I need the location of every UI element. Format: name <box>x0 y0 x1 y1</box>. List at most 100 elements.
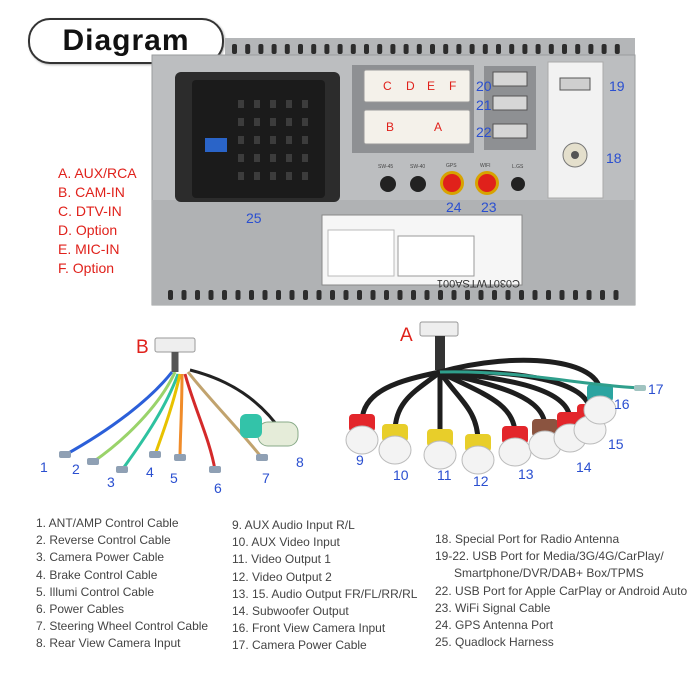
antenna-port-sw45 <box>380 176 396 192</box>
vent-slot <box>416 44 422 54</box>
harness-a-plug <box>419 321 459 337</box>
vent-slot <box>235 290 241 300</box>
list-item: 12. Video Output 2 <box>232 569 332 584</box>
vent-slot <box>588 44 594 54</box>
cable <box>437 370 481 443</box>
wire-terminal <box>149 451 161 458</box>
rca-plug-8-collar <box>240 414 262 438</box>
sticker-connector-diagram <box>327 229 395 277</box>
antenna-label-sw45: SW-45 <box>378 164 393 170</box>
num-18: 18 <box>606 150 622 166</box>
vent-slot <box>390 44 396 54</box>
list-item: 23. WiFi Signal Cable <box>435 600 551 615</box>
port-legend: A. AUX/RCA B. CAM-IN C. DTV-IN D. Option… <box>58 164 137 278</box>
connector-pin <box>238 118 244 126</box>
vent-slot <box>208 290 214 300</box>
usb-port-19 <box>559 77 591 91</box>
list-item: 18. Special Port for Radio Antenna <box>435 532 620 546</box>
vent-slot <box>364 44 369 54</box>
cable <box>359 369 441 423</box>
harness-a-label: A <box>400 325 413 346</box>
port-letter-f: F <box>449 79 456 93</box>
cable-num-2: 2 <box>72 461 80 477</box>
wire-terminal <box>634 385 646 391</box>
cable <box>439 369 548 428</box>
vent-slot <box>535 44 541 54</box>
wire <box>183 373 217 471</box>
top-vents <box>232 44 620 54</box>
vent-slot <box>613 290 619 300</box>
vent-slot <box>258 44 264 54</box>
cable-num-11: 11 <box>437 467 452 483</box>
num-22: 22 <box>476 124 492 140</box>
list-item: 24. GPS Antenna Port <box>435 618 554 633</box>
vent-slot <box>377 44 383 54</box>
connector-pin <box>238 100 244 108</box>
connector-pin <box>302 100 308 108</box>
wire <box>120 373 180 471</box>
cable-num-13: 13 <box>518 466 534 482</box>
legend-e: E. MIC-IN <box>58 241 120 257</box>
antenna-label-wifi: WIFI <box>480 163 491 169</box>
connector-pin <box>286 154 292 162</box>
connector-pin <box>254 118 260 126</box>
num-23: 23 <box>481 199 497 215</box>
legend-c: C. DTV-IN <box>58 203 122 219</box>
cable <box>439 357 603 393</box>
vent-slot <box>509 44 515 54</box>
vent-slot <box>298 44 303 54</box>
vent-slot <box>505 290 511 300</box>
vent-slot <box>492 290 497 300</box>
wire-17 <box>439 370 641 390</box>
vent-slot <box>289 290 295 300</box>
port-letter-a: A <box>434 120 442 134</box>
cable <box>392 370 442 433</box>
wire <box>153 373 182 456</box>
vent-slot <box>573 290 578 300</box>
cable-num-16: 16 <box>614 396 630 412</box>
connector-pin <box>302 118 308 126</box>
vent-slot <box>397 290 403 300</box>
wire <box>186 371 264 459</box>
rca-plug <box>345 425 379 455</box>
connector-pin <box>302 154 308 162</box>
connector-pin <box>254 154 260 162</box>
list-item: 14. Subwoofer Output <box>232 604 349 619</box>
gps-port <box>443 174 461 192</box>
vent-slot <box>424 290 430 300</box>
vent-slot <box>276 290 281 300</box>
list-item: 10. AUX Video Input <box>232 535 340 550</box>
vent-slot <box>181 290 187 300</box>
legend-a: A. AUX/RCA <box>58 165 137 181</box>
list-item: 6. Power Cables <box>36 602 125 617</box>
num-21: 21 <box>476 97 492 113</box>
sticker-code: C030TWTSA001 <box>437 277 520 289</box>
vent-slot <box>411 290 416 300</box>
list-item: 19-22. USB Port for Media/3G/4G/CarPlay/ <box>435 549 664 564</box>
antenna-label-lgs: L.GS <box>512 164 524 170</box>
vent-slot <box>311 44 317 54</box>
wifi-port <box>478 174 496 192</box>
vent-slot <box>324 44 330 54</box>
list-item: 7. Steering Wheel Control Cable <box>36 619 209 634</box>
port-letter-c: C <box>383 79 392 93</box>
vent-slot <box>496 44 501 54</box>
connector-pin <box>254 100 260 108</box>
cable-num-4: 4 <box>146 464 154 480</box>
vent-slot <box>430 44 435 54</box>
vent-slot <box>438 290 443 300</box>
connector-pin <box>286 118 292 126</box>
num-25: 25 <box>246 210 262 226</box>
list-item: 17. Camera Power Cable <box>232 638 367 653</box>
list-item: 1. ANT/AMP Control Cable <box>36 516 179 530</box>
rca-plug-8 <box>257 421 299 447</box>
vent-slot <box>601 44 607 54</box>
vent-slot <box>532 290 538 300</box>
diagram-title: Diagram <box>62 24 190 57</box>
num-20: 20 <box>476 78 492 94</box>
list-item: 11. Video Output 1 <box>232 552 331 567</box>
usb-port-21 <box>492 95 528 111</box>
connector-pin <box>254 172 260 180</box>
vent-slot <box>586 290 592 300</box>
cable-list-col1: 1. ANT/AMP Control Cable 2. Reverse Cont… <box>36 515 208 653</box>
